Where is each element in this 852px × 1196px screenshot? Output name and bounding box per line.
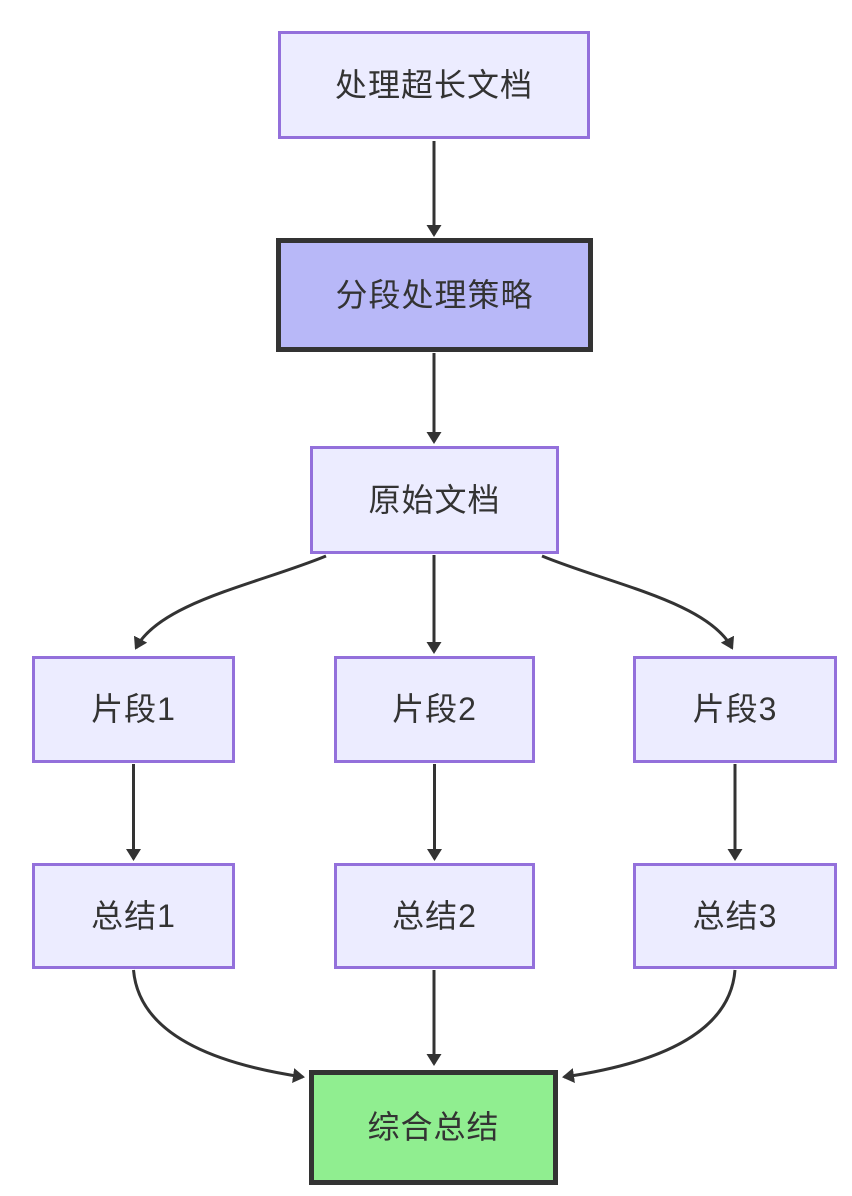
node-sum2-label: 总结2 xyxy=(392,897,477,934)
edge-sum3-final xyxy=(562,969,737,1083)
node-frag3-label: 片段3 xyxy=(692,691,778,728)
edge-doc-frag3 xyxy=(541,554,735,650)
node-sum1-label: 总结1 xyxy=(91,897,176,934)
node-doc: 原始文档 xyxy=(310,446,559,554)
node-frag3: 片段3 xyxy=(633,656,837,763)
node-start-label: 处理超长文档 xyxy=(334,66,533,103)
node-start: 处理超长文档 xyxy=(278,31,590,139)
node-sum3: 总结3 xyxy=(633,863,837,969)
edge-sum1-final xyxy=(132,969,305,1083)
node-strategy: 分段处理策略 xyxy=(276,238,593,352)
node-frag1: 片段1 xyxy=(32,656,235,763)
node-sum1: 总结1 xyxy=(32,863,235,969)
node-final: 综合总结 xyxy=(309,1070,558,1185)
node-final-label: 综合总结 xyxy=(367,1109,500,1146)
node-doc-label: 原始文档 xyxy=(368,481,501,518)
node-strategy-label: 分段处理策略 xyxy=(335,276,534,313)
node-sum2: 总结2 xyxy=(334,863,535,969)
node-frag1-label: 片段1 xyxy=(91,691,176,728)
edge-doc-frag1 xyxy=(133,554,327,650)
node-frag2: 片段2 xyxy=(334,656,535,763)
node-sum3-label: 总结3 xyxy=(692,897,778,934)
node-frag2-label: 片段2 xyxy=(392,691,477,728)
